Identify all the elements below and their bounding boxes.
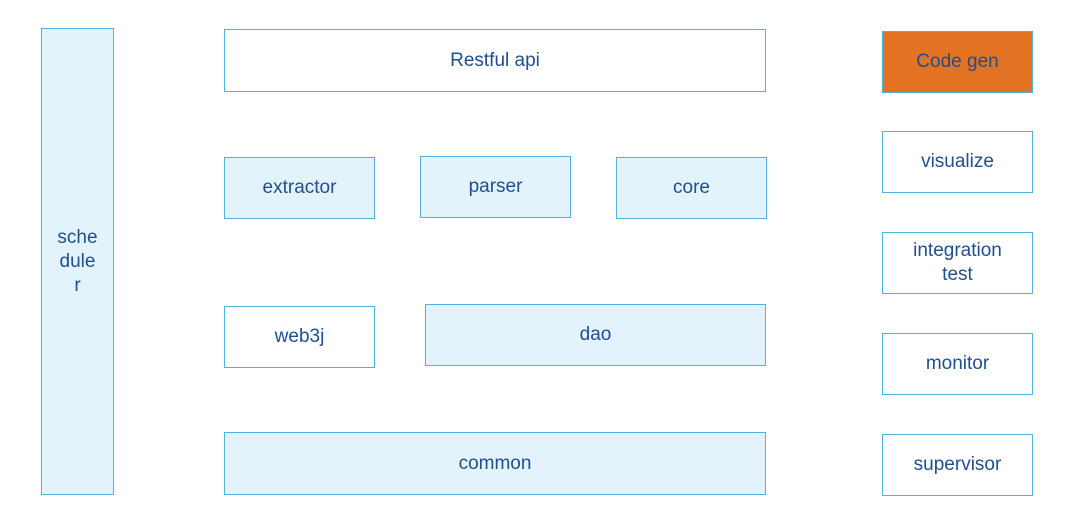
common-box: common [224, 432, 766, 495]
dao-box: dao [425, 304, 766, 366]
web3j-box: web3j [224, 306, 375, 368]
visualize-label: visualize [921, 151, 994, 172]
integration-test-label: integration test [913, 240, 1002, 285]
core-box: core [616, 157, 767, 219]
code-gen-label: Code gen [916, 51, 999, 72]
restful-api-box: Restful api [224, 29, 766, 92]
scheduler-box: sche dule r [41, 28, 114, 495]
dao-label: dao [579, 324, 612, 345]
extractor-box: extractor [224, 157, 375, 219]
supervisor-label: supervisor [913, 454, 1002, 475]
common-label: common [458, 452, 532, 474]
visualize-box: visualize [882, 131, 1033, 193]
code-gen-box: Code gen [882, 31, 1033, 93]
parser-box: parser [420, 156, 571, 218]
restful-api-label: Restful api [450, 49, 540, 71]
monitor-box: monitor [882, 333, 1033, 395]
core-label: core [673, 177, 710, 198]
web3j-label: web3j [274, 326, 325, 347]
scheduler-label: sche dule r [57, 226, 98, 296]
supervisor-box: supervisor [882, 434, 1033, 496]
monitor-label: monitor [925, 353, 990, 374]
parser-label: parser [468, 176, 523, 197]
integration-test-box: integration test [882, 232, 1033, 294]
extractor-label: extractor [262, 177, 337, 198]
